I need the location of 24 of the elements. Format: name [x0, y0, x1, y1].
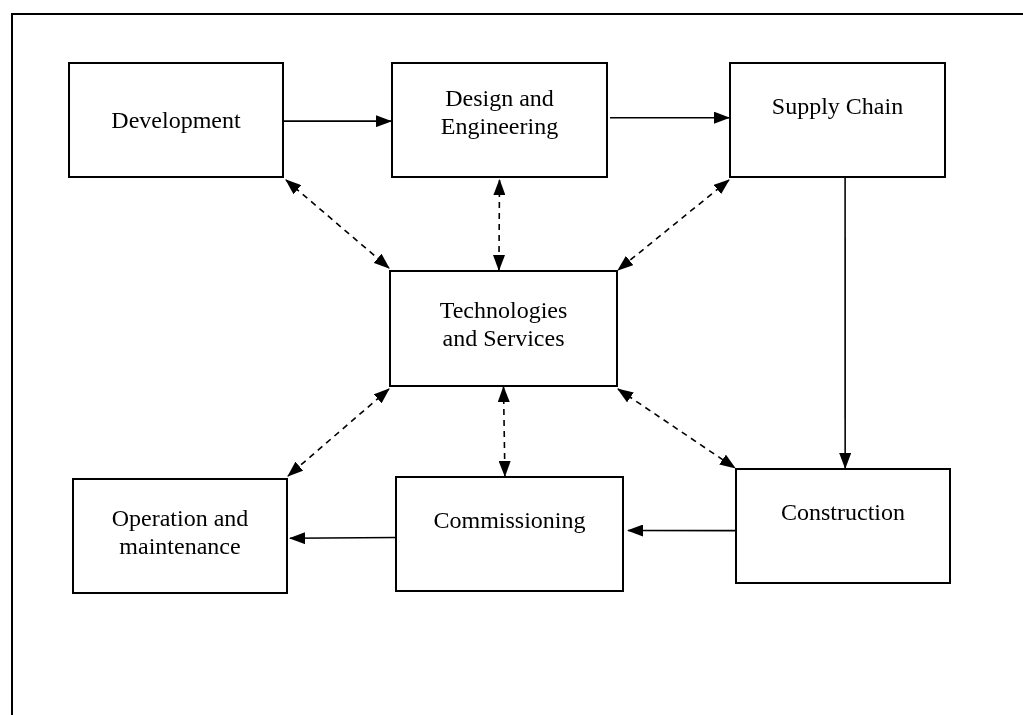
box-label: Design and Engineering: [439, 84, 560, 140]
arrow: [627, 524, 736, 537]
box-label: Development: [111, 106, 241, 134]
process-box: [735, 468, 951, 584]
process-box: [389, 270, 618, 387]
box-label: Technologies and Services: [438, 296, 569, 352]
dashed-arrow: [497, 386, 511, 477]
dashed-arrow: [287, 388, 390, 477]
arrow: [839, 177, 852, 469]
process-box: [391, 62, 608, 178]
arrow: [609, 111, 730, 124]
dashed-arrow: [617, 388, 736, 469]
box-label: Commissioning: [433, 506, 586, 534]
process-box: [395, 476, 624, 592]
process-box: [72, 478, 288, 594]
process-box: [68, 62, 284, 178]
dashed-arrow: [493, 179, 506, 271]
process-box: [729, 62, 946, 178]
box-label: Supply Chain: [771, 92, 904, 120]
dashed-arrow: [617, 179, 730, 271]
box-label: Construction: [781, 498, 905, 526]
arrow: [283, 115, 392, 128]
dashed-arrow: [285, 179, 390, 269]
box-label: Operation and maintenance: [110, 504, 250, 560]
